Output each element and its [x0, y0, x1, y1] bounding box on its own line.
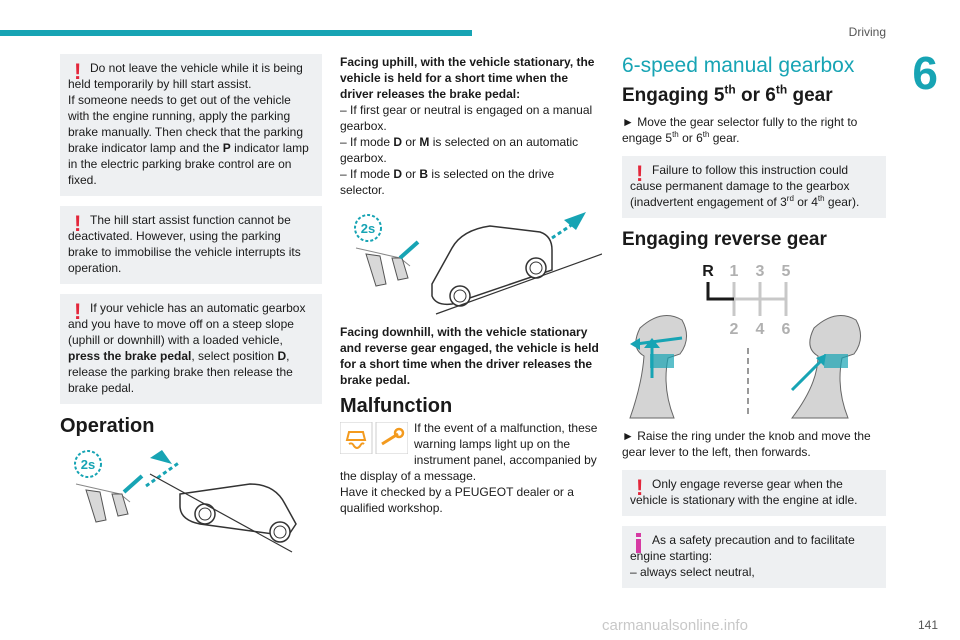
page-number: 141 [917, 618, 938, 632]
warning-icon: ! [74, 59, 82, 84]
column-right: 6-speed manual gearbox Engaging 5th or 6… [622, 54, 886, 598]
malfunction-text: If the event of a malfunction, these war… [340, 421, 598, 483]
warning-box-automatic: ! If your vehicle has an automatic gearb… [60, 294, 322, 404]
watermark: carmanualsonline.info [602, 617, 748, 634]
warning-icon: ! [636, 161, 644, 186]
warning-icon: ! [636, 475, 644, 500]
gear-5-label: 5 [782, 263, 791, 280]
operation-heading: Operation [60, 415, 155, 437]
info-text: As a safety precaution and to facilitate… [630, 533, 855, 563]
timer-label: 2s [361, 221, 375, 236]
info-icon [636, 533, 641, 553]
warning-text: The hill start assist function cannot be… [68, 213, 301, 275]
warning-icon: ! [74, 211, 82, 236]
warning-text: If your vehicle has an automatic gearbox… [68, 301, 306, 395]
uphill-line-3: – If mode D or B is selected on the driv… [340, 167, 555, 197]
warning-text: Failure to follow this instruction could… [630, 163, 860, 209]
gear-3-label: 3 [756, 263, 765, 280]
info-text-2: – always select neutral, [630, 565, 755, 579]
uphill-title: Facing uphill, with the vehicle stationa… [340, 55, 595, 101]
warning-box-gearbox: ! Failure to follow this instruction cou… [622, 156, 886, 218]
info-box-safety: As a safety precaution and to facilitate… [622, 526, 886, 588]
reverse-heading: Engaging reverse gear [622, 229, 827, 250]
engage-56-heading: Engaging 5th or 6th gear [622, 82, 833, 106]
malfunction-heading: Malfunction [340, 395, 453, 417]
uphill-line-1: – If first gear or neutral is engaged on… [340, 103, 593, 133]
gear-r-label: R [702, 263, 714, 280]
raise-text: ► Raise the ring under the knob and move… [622, 429, 871, 459]
page-header-title: Driving [848, 25, 886, 39]
warning-box-deactivate: ! The hill start assist function cannot … [60, 206, 322, 284]
column-middle: Facing uphill, with the vehicle stationa… [340, 54, 602, 516]
gear-4-label: 4 [756, 321, 765, 338]
gear-6-label: 6 [782, 321, 791, 338]
uphill-illustration: 2s [354, 212, 602, 315]
gear-2-label: 2 [730, 321, 739, 338]
engage-56-text: ► Move the gear selector fully to the ri… [622, 115, 858, 145]
warning-box-reverse: ! Only engage reverse gear when the vehi… [622, 470, 886, 516]
warning-box-hill-assist: ! Do not leave the vehicle while it is b… [60, 54, 322, 196]
malfunction-text-2: Have it checked by a PEUGEOT dealer or a… [340, 485, 574, 515]
header-bar [0, 30, 472, 36]
downhill-illustration: 2s [74, 450, 297, 553]
section-heading: 6-speed manual gearbox [622, 54, 855, 77]
warning-text: Do not leave the vehicle while it is bei… [68, 61, 303, 91]
chapter-number: 6 [912, 47, 938, 99]
warning-icon: ! [74, 299, 82, 324]
stability-lamp-icon [340, 422, 373, 454]
downhill-title: Facing downhill, with the vehicle statio… [340, 325, 599, 387]
warning-text-body: If someone needs to get out of the vehic… [68, 93, 309, 187]
gear-1-label: 1 [730, 263, 739, 280]
timer-label: 2s [81, 457, 95, 472]
gear-lever-illustration: R 1 3 5 2 4 6 [629, 263, 861, 419]
warning-lamps [340, 422, 408, 454]
column-left: ! Do not leave the vehicle while it is b… [60, 54, 322, 562]
warning-text: Only engage reverse gear when the vehicl… [630, 477, 858, 507]
uphill-line-2: – If mode D or M is selected on an autom… [340, 135, 579, 165]
